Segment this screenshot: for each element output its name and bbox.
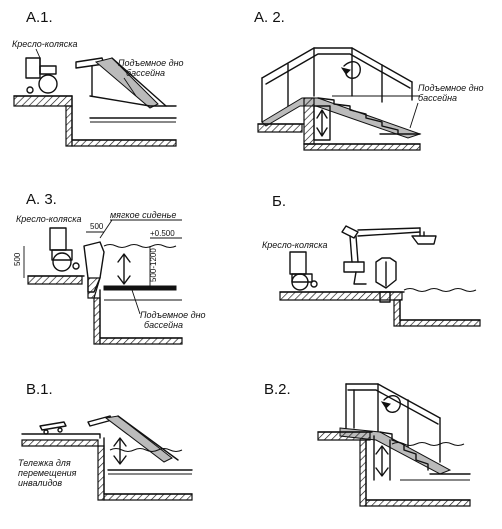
dim-range: 500-1200: [149, 248, 158, 282]
lift-crane: [341, 225, 437, 285]
lifting-floor: [103, 285, 177, 291]
panel-a3-title: А. 3.: [26, 191, 57, 208]
panel-v1-title: В.1.: [26, 381, 53, 398]
panel-a3: А. 3. Кресло-коляска мягкое сиденье 500 …: [13, 191, 206, 345]
lift-seat: [411, 235, 437, 245]
floor-label-line2: бассейна: [418, 93, 457, 103]
floor-label-line2: бассейна: [126, 68, 165, 78]
panel-v2-title: В.2.: [264, 381, 291, 398]
rotate-arrow-icon: [343, 61, 361, 79]
seat-label: мягкое сиденье: [110, 210, 176, 220]
ramp: [104, 415, 173, 463]
panel-a1: А.1. Кресло-коляска Подъемное дно бассей…: [12, 9, 184, 147]
floor-label-line1: Подъемное дно: [418, 83, 484, 93]
panel-b-title: Б.: [272, 193, 286, 210]
wheelchair-icon: [49, 227, 80, 272]
water-level: [403, 288, 477, 292]
up-down-arrow-icon: [117, 253, 131, 285]
cart-label-line3: инвалидов: [18, 478, 62, 488]
dim-level: +0.500: [150, 229, 175, 238]
water-level: [103, 244, 177, 248]
cart-label-line1: Тележка для: [18, 458, 71, 468]
leader-line: [35, 48, 41, 59]
floor-label-line1: Подъемное дно: [118, 58, 184, 68]
panel-a2: А. 2. Подъемное дно бассейна: [254, 9, 484, 151]
panel-b: Б. Кресло-коляска: [262, 193, 481, 327]
up-down-arrow-icon: [316, 109, 328, 137]
lift-column: [303, 97, 315, 145]
cart: [39, 421, 67, 435]
rotate-arrow-icon: [383, 395, 401, 413]
wheelchair-label: Кресло-коляска: [262, 240, 328, 250]
lift-post: [375, 257, 397, 289]
wheelchair-icon: [289, 251, 318, 291]
panel-v1: В.1. Тележка для перемещения инвалидов: [18, 381, 193, 501]
dim-500-left: 500: [13, 252, 22, 266]
panel-a1-title: А.1.: [26, 9, 53, 26]
wheelchair-label: Кресло-коляска: [12, 39, 78, 49]
cart-label-line2: перемещения: [18, 468, 77, 478]
panel-v2: В.2.: [264, 381, 471, 507]
dim-500-top: 500: [90, 222, 104, 231]
panel-a2-title: А. 2.: [254, 9, 285, 26]
up-down-arrow-icon: [375, 445, 389, 477]
ground-left: [13, 95, 73, 107]
wheelchair-label: Кресло-коляска: [16, 214, 82, 224]
floor-label-line1: Подъемное дно: [140, 310, 206, 320]
wheelchair-icon: [25, 57, 58, 94]
floor-label-line2: бассейна: [144, 320, 183, 330]
up-down-arrow-icon: [113, 437, 127, 465]
